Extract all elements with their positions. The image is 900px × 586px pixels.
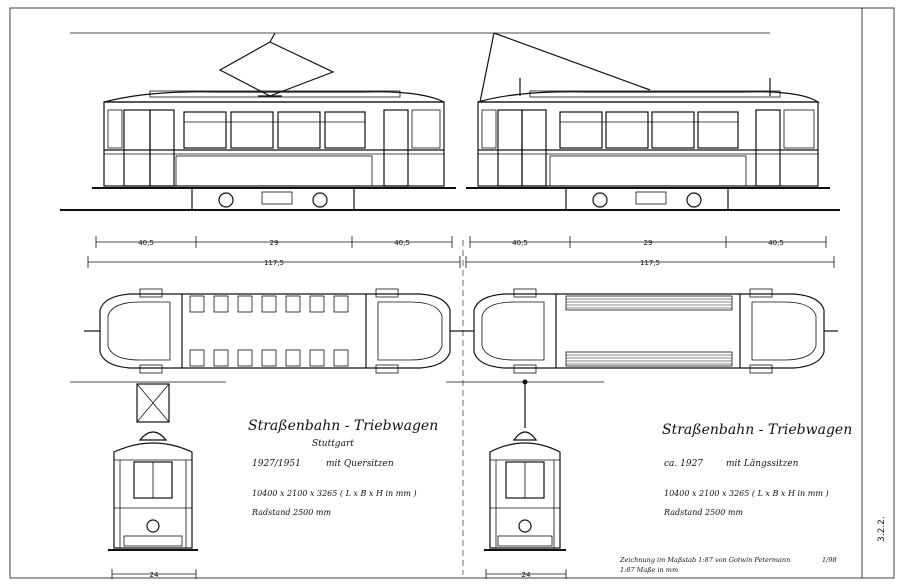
right-caption-wheelbase: Radstand 2500 mm (663, 508, 743, 517)
right-tram-front-view: 24 (446, 379, 604, 579)
right-dim-seg1: 40,5 (512, 239, 528, 247)
left-dimension-lines: 40,5 29 40,5 117,5 (87, 236, 461, 268)
left-width-dim: 24 (150, 571, 159, 579)
right-caption: Straßenbahn - Triebwagen ca. 1927 mit Lä… (662, 422, 852, 517)
left-caption-years: 1927/1951 (252, 459, 301, 469)
right-tram-side-view (462, 32, 840, 211)
trolley-pole (493, 32, 651, 91)
left-caption: Straßenbahn - Triebwagen Stuttgart 1927/… (248, 418, 438, 517)
footer-sheet-ref: 1/98 (822, 556, 837, 564)
sheet-border (9, 7, 895, 579)
footer-units-note: 1:87 Maße in mm (620, 566, 678, 574)
left-tram-plan-view (84, 288, 466, 374)
right-dim-seg2: 29 (644, 239, 653, 247)
right-width-dim: 24 (522, 571, 531, 579)
right-dim-seg3: 40,5 (768, 239, 784, 247)
right-caption-years: ca. 1927 (664, 459, 703, 469)
right-caption-title: Straßenbahn - Triebwagen (662, 422, 852, 438)
page-number: 3.2.2. (877, 516, 887, 542)
left-dim-seg2: 29 (270, 239, 279, 247)
footer-scale-note: Zeichnung im Maßstab 1:87 von Gotwin Pet… (619, 556, 790, 564)
right-dimension-lines: 40,5 29 40,5 117,5 (465, 236, 835, 268)
left-tram-front-view: 24 (70, 381, 226, 579)
left-caption-title: Straßenbahn - Triebwagen (248, 418, 438, 434)
left-caption-city: Stuttgart (312, 439, 354, 449)
left-tram-side-view (60, 32, 462, 211)
left-dim-seg3: 40,5 (394, 239, 410, 247)
left-dim-seg1: 40,5 (138, 239, 154, 247)
right-dim-total: 117,5 (640, 259, 660, 267)
left-caption-dimensions: 10400 x 2100 x 3265 ( L x B x H in mm ) (252, 489, 417, 498)
right-caption-dimensions: 10400 x 2100 x 3265 ( L x B x H in mm ) (664, 489, 829, 498)
left-dim-total: 117,5 (264, 259, 284, 267)
left-caption-wheelbase: Radstand 2500 mm (251, 508, 331, 517)
left-caption-seating: mit Quersitzen (326, 459, 394, 469)
right-tram-plan-view (466, 288, 838, 374)
pantograph (218, 41, 335, 97)
right-caption-seating: mit Längssitzen (726, 459, 799, 469)
